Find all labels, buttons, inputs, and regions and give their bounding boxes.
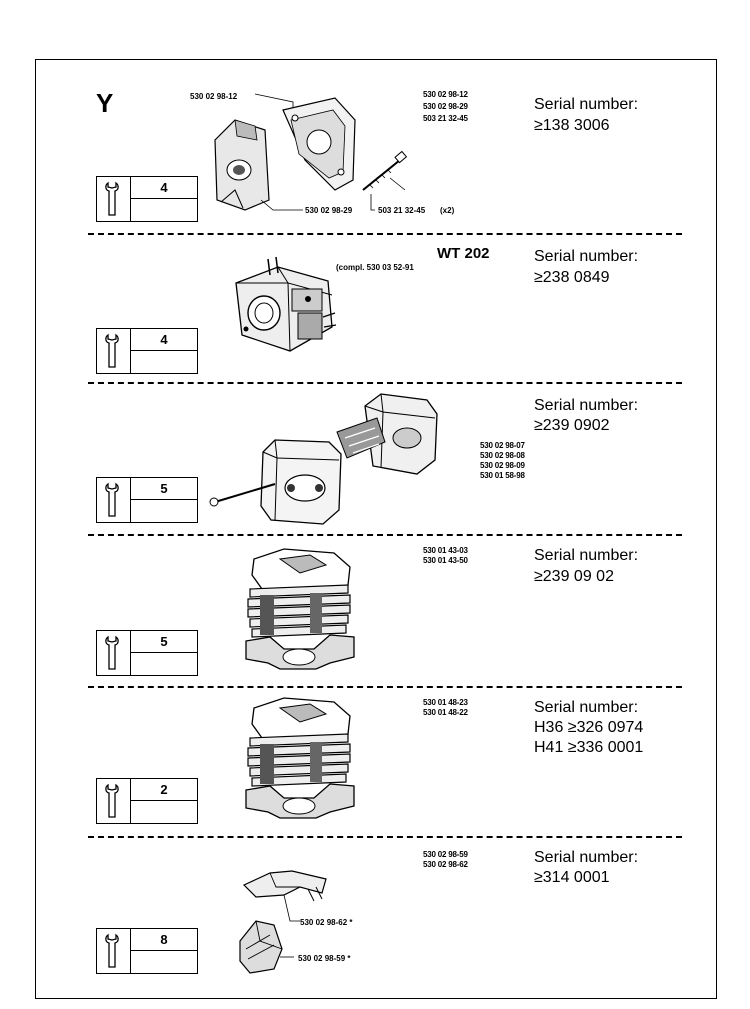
section-divider [88,233,682,235]
callout-label: 530 02 98-62 * [300,918,353,927]
section-divider [88,382,682,384]
wrench-icon [97,929,131,973]
callout-label: 503 21 32-45 [378,206,426,215]
tool-box: 5 [96,630,198,676]
serial-number-value: H41 ≥336 0001 [534,739,644,756]
section-letter: Y [96,88,114,118]
tool-box: 4 [96,176,198,222]
tool-box: 4 [96,328,198,374]
part-number: 530 02 98-12 [423,90,468,99]
tool-number: 8 [131,929,197,951]
wrench-icon [97,478,131,522]
wrench-icon [97,329,131,373]
serial-number-label: Serial number: [534,96,639,113]
part-number: 503 21 32-45 [423,114,468,123]
muffler-drawing [209,393,438,525]
cylinder-drawing [245,697,355,819]
serial-number-value: H36 ≥326 0974 [534,719,644,736]
model-label: WT 202 [437,245,490,262]
part-number: 530 01 43-03 [423,546,468,555]
wrench-icon [97,779,131,823]
tool-box: 2 [96,778,198,824]
tool-number: 4 [131,177,197,199]
serial-number-label: Serial number: [534,849,639,866]
part-number: 530 02 98-09 [480,461,525,470]
wrench-icon [97,177,131,221]
wrench-icon [97,631,131,675]
tool-number: 4 [131,329,197,351]
tool-number: 2 [131,779,197,801]
part-number: 530 01 48-22 [423,708,468,717]
serial-number-value: ≥138 3006 [534,117,610,134]
part-number: 530 02 98-07 [480,441,525,450]
serial-number-label: Serial number: [534,248,639,265]
part-number: 530 02 98-29 [423,102,468,111]
callout-label: (compl. 530 03 52-91 [336,263,414,272]
tool-box: 8 [96,928,198,974]
part-number: 530 02 98-08 [480,451,525,460]
part-number: 530 01 58-98 [480,471,525,480]
callout-label: 530 02 98-29 [305,206,353,215]
tool-number: 5 [131,478,197,500]
carburetor-drawing [235,256,337,352]
cylinder-cover-drawing [214,93,408,211]
part-number: 530 01 43-50 [423,556,468,565]
tool-number: 5 [131,631,197,653]
part-number: 530 02 98-62 [423,860,468,869]
tool-box: 5 [96,477,198,523]
heat-shield-drawing [239,870,327,974]
serial-number-label: Serial number: [534,547,639,564]
section-divider [88,836,682,838]
cylinder-drawing [245,548,355,670]
callout-label: 530 02 98-12 [190,92,238,101]
part-number: 530 02 98-59 [423,850,468,859]
serial-number-value: ≥314 0001 [534,869,610,886]
section-divider [88,534,682,536]
serial-number-value: ≥239 09 02 [534,568,614,585]
part-number: 530 01 48-23 [423,698,468,707]
serial-number-value: ≥238 0849 [534,269,610,286]
serial-number-label: Serial number: [534,397,639,414]
callout-label: (x2) [440,206,455,215]
serial-number-value: ≥239 0902 [534,417,610,434]
callout-label: 530 02 98-59 * [298,954,351,963]
serial-number-label: Serial number: [534,699,639,716]
page-frame [35,59,717,999]
section-divider [88,686,682,688]
